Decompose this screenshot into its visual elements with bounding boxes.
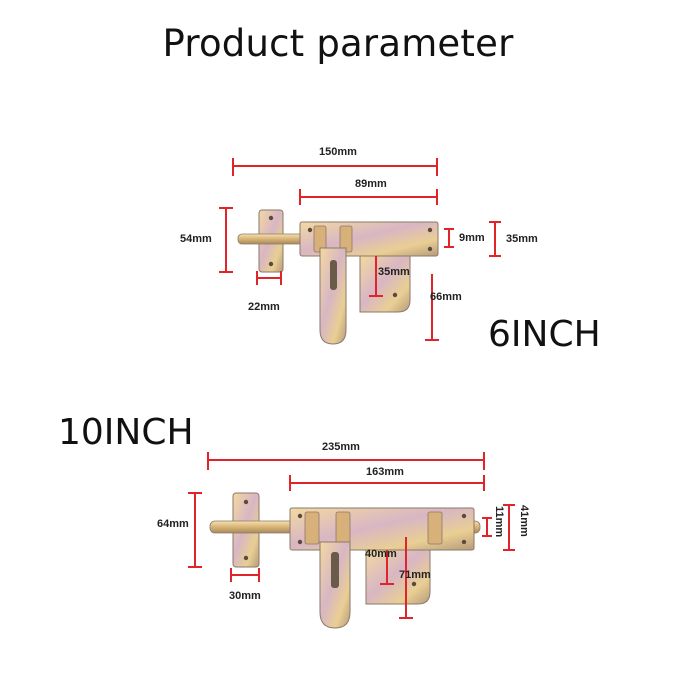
page-title: Product parameter [162, 22, 514, 65]
dim-keeper-height-6inch: 54mm [180, 233, 212, 245]
dim-keeper-width-10inch: 30mm [229, 590, 261, 602]
size-label-6inch: 6INCH [488, 314, 601, 355]
dim-total-length-6inch: 150mm [319, 146, 357, 158]
size-label-10inch: 10INCH [58, 412, 194, 453]
dimension-lines-6inch [219, 158, 501, 341]
dim-keeper-height-10inch: 64mm [157, 518, 189, 530]
dim-plate-height-10inch: 41mm [518, 505, 530, 537]
dimension-lines-10inch [188, 452, 515, 619]
dim-handle-drop-10inch: 71mm [399, 569, 431, 581]
dim-handle-offset-6inch: 35mm [378, 266, 410, 278]
dim-handle-offset-10inch: 40mm [365, 548, 397, 560]
dim-plate-height-6inch: 35mm [506, 233, 538, 245]
latch-6inch [237, 209, 439, 345]
dim-keeper-width-6inch: 22mm [248, 301, 280, 313]
dim-handle-drop-6inch: 66mm [430, 291, 462, 303]
dim-bolt-diameter-10inch: 11mm [493, 506, 505, 538]
dim-total-length-10inch: 235mm [322, 441, 360, 453]
dim-bolt-diameter-6inch: 9mm [459, 232, 485, 244]
dim-plate-length-10inch: 163mm [366, 466, 404, 478]
dim-plate-length-6inch: 89mm [355, 178, 387, 190]
latch-10inch [209, 492, 481, 629]
